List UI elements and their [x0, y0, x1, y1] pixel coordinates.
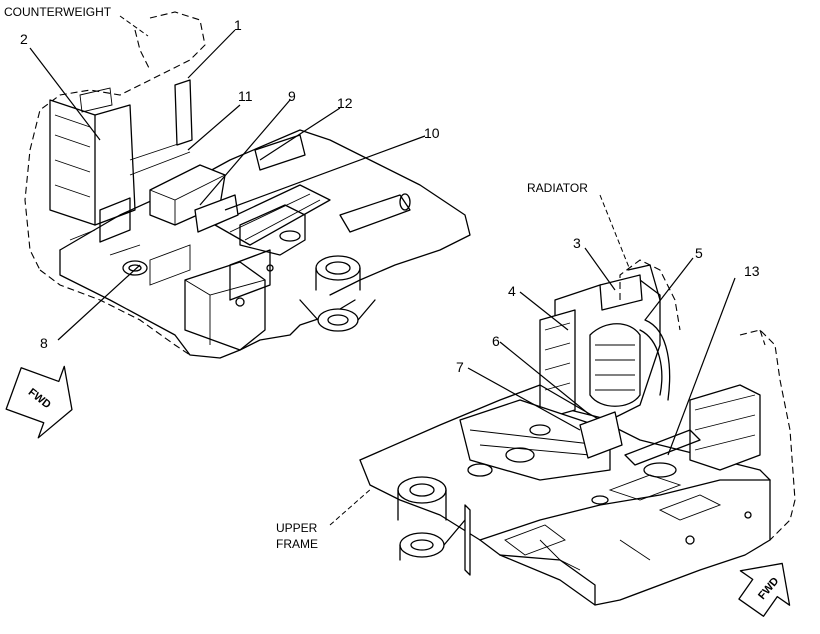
right-assembly — [359, 259, 796, 606]
callout-6: 6 — [492, 333, 500, 349]
callout-12: 12 — [337, 95, 353, 111]
left-assembly — [24, 11, 471, 359]
callout-9: 9 — [288, 88, 296, 104]
leader-lines — [29, 15, 736, 526]
callout-5: 5 — [695, 245, 703, 261]
callout-13: 13 — [744, 263, 760, 279]
callout-10: 10 — [424, 125, 440, 141]
callout-2: 2 — [20, 31, 28, 47]
fwd-arrow-right: FWD — [738, 562, 791, 617]
radiator-label: RADIATOR — [527, 181, 588, 195]
callout-8: 8 — [40, 335, 48, 351]
upper-frame-label-line1: UPPER — [276, 521, 318, 535]
callout-11: 11 — [238, 88, 253, 104]
upper-frame-label-line2: FRAME — [276, 537, 318, 551]
callout-4: 4 — [508, 283, 516, 299]
callout-3: 3 — [573, 235, 581, 251]
callout-7: 7 — [456, 359, 464, 375]
callout-1: 1 — [234, 17, 242, 33]
counterweight-label: COUNTERWEIGHT — [4, 5, 112, 19]
text-labels: COUNTERWEIGHT RADIATOR UPPER FRAME 1 2 3… — [4, 5, 760, 551]
fwd-arrow-left: FWD — [5, 365, 73, 439]
